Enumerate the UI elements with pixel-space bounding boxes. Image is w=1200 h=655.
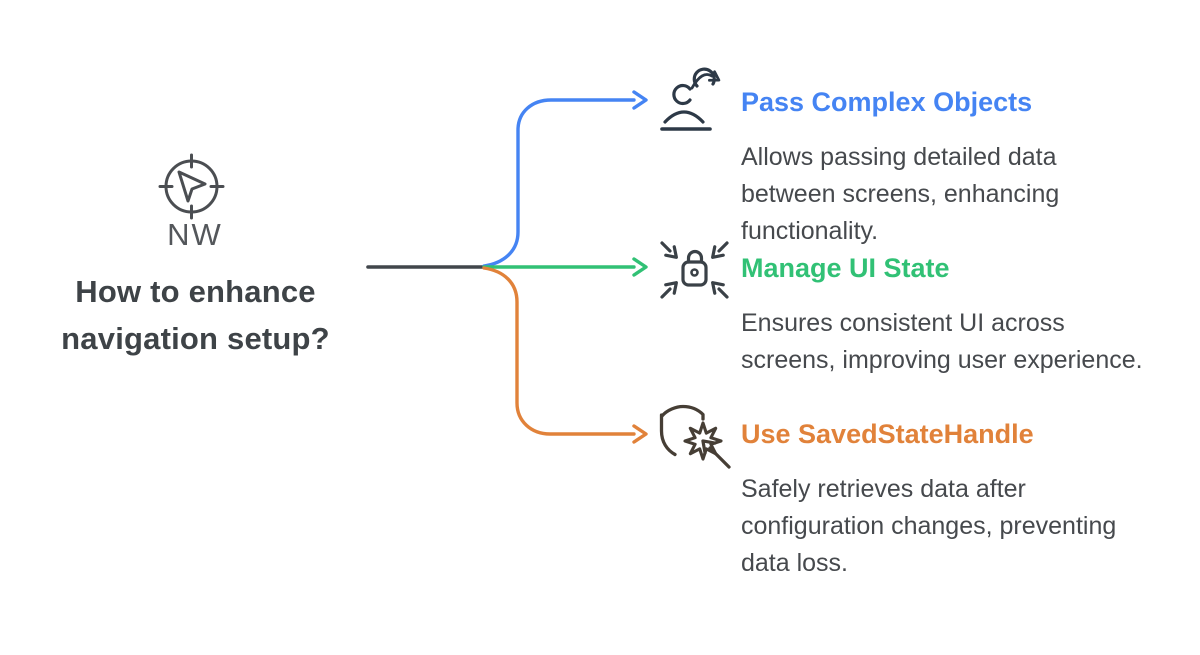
branch-description-pass-complex-objects: Allows passing detailed data between scr… (741, 143, 1060, 245)
branch-label-manage-ui-state: Manage UI State (741, 253, 950, 283)
lock-compress-icon (660, 241, 729, 299)
branch-description-manage-ui-state: Ensures consistent UI across screens, im… (741, 309, 1143, 374)
root-title: How to enhance navigation setup? (61, 274, 330, 356)
branch-line-use-savedstatehandle (482, 266, 648, 444)
branch-description-use-savedstatehandle: Safely retrieves data after configuratio… (741, 475, 1117, 577)
compass-icon (158, 153, 225, 220)
branch-label-pass-complex-objects: Pass Complex Objects (741, 87, 1033, 117)
connector-lines (366, 90, 648, 444)
shield-click-icon (659, 404, 731, 469)
branch-label-use-savedstatehandle: Use SavedStateHandle (741, 419, 1034, 449)
branch-line-pass-complex-objects (482, 90, 648, 268)
compass-direction-label: NW (167, 217, 223, 252)
person-sync-icon (660, 67, 721, 131)
